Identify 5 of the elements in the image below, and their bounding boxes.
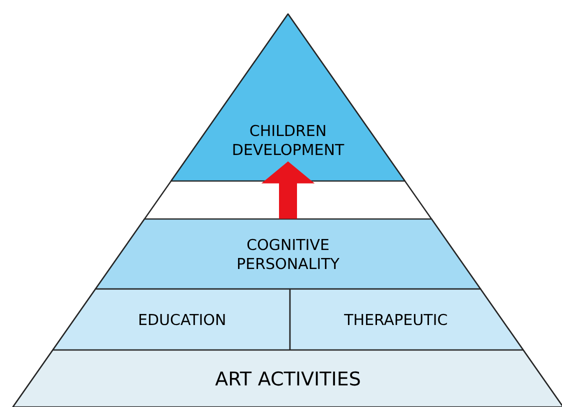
pyramid-band: THERAPEUTIC (289, 288, 524, 351)
pyramid-base: ART ACTIVITIES (12, 349, 562, 407)
pyramid-apex: CHILDREN DEVELOPMENT (170, 13, 406, 182)
pyramid-band: COGNITIVE PERSONALITY (94, 218, 482, 290)
pyramid-band: EDUCATION (52, 288, 291, 351)
